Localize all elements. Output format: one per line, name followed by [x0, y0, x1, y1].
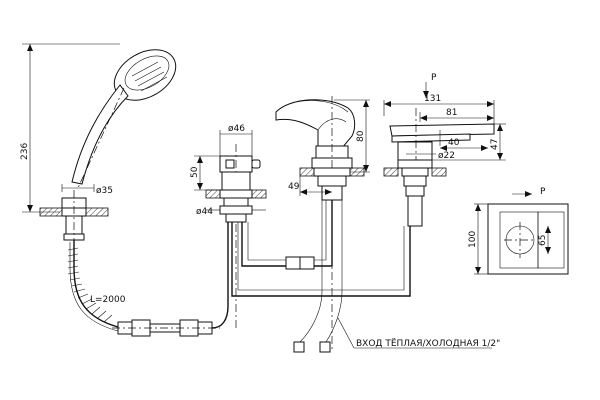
spout-diameter-dim: ø22	[438, 151, 455, 161]
flow-mark-top: P	[431, 73, 437, 83]
diverter-height-dim: 50	[190, 166, 200, 178]
plate-height-dim: 100	[468, 231, 478, 248]
mixer-offset-dim: 49	[288, 182, 300, 192]
flow-mark-side: P	[540, 187, 546, 197]
plate-diameter-dim: 65	[538, 235, 548, 246]
shower-diameter-dim: ø35	[96, 186, 113, 196]
mixer-body: 80 49 ВХОД ТЁПЛАЯ/ХОЛОДНАЯ 1/2"	[275, 96, 500, 353]
inlet-label: ВХОД ТЁПЛАЯ/ХОЛОДНАЯ 1/2"	[356, 338, 500, 349]
diverter-base-diameter-dim: ø44	[196, 207, 213, 217]
diverter-top-diameter-dim: ø46	[228, 124, 245, 134]
diverter-valve: ø46 50 ø44	[190, 124, 411, 330]
mixer-height-dim: 80	[356, 130, 366, 142]
spout-upper-length-dim: 81	[446, 108, 457, 118]
shower-height-dim: 236	[20, 143, 30, 160]
spout: P 131 81 40 ø22 47	[383, 73, 506, 227]
hand-shower: 236 ø35	[20, 43, 229, 337]
spout-height-dim: 47	[490, 139, 500, 150]
hose-length-label: L=2000	[90, 295, 126, 305]
spout-total-length-dim: 131	[424, 94, 441, 104]
spout-lower-length-dim: 40	[448, 138, 460, 148]
spout-top-view: P 100 65	[468, 187, 569, 275]
